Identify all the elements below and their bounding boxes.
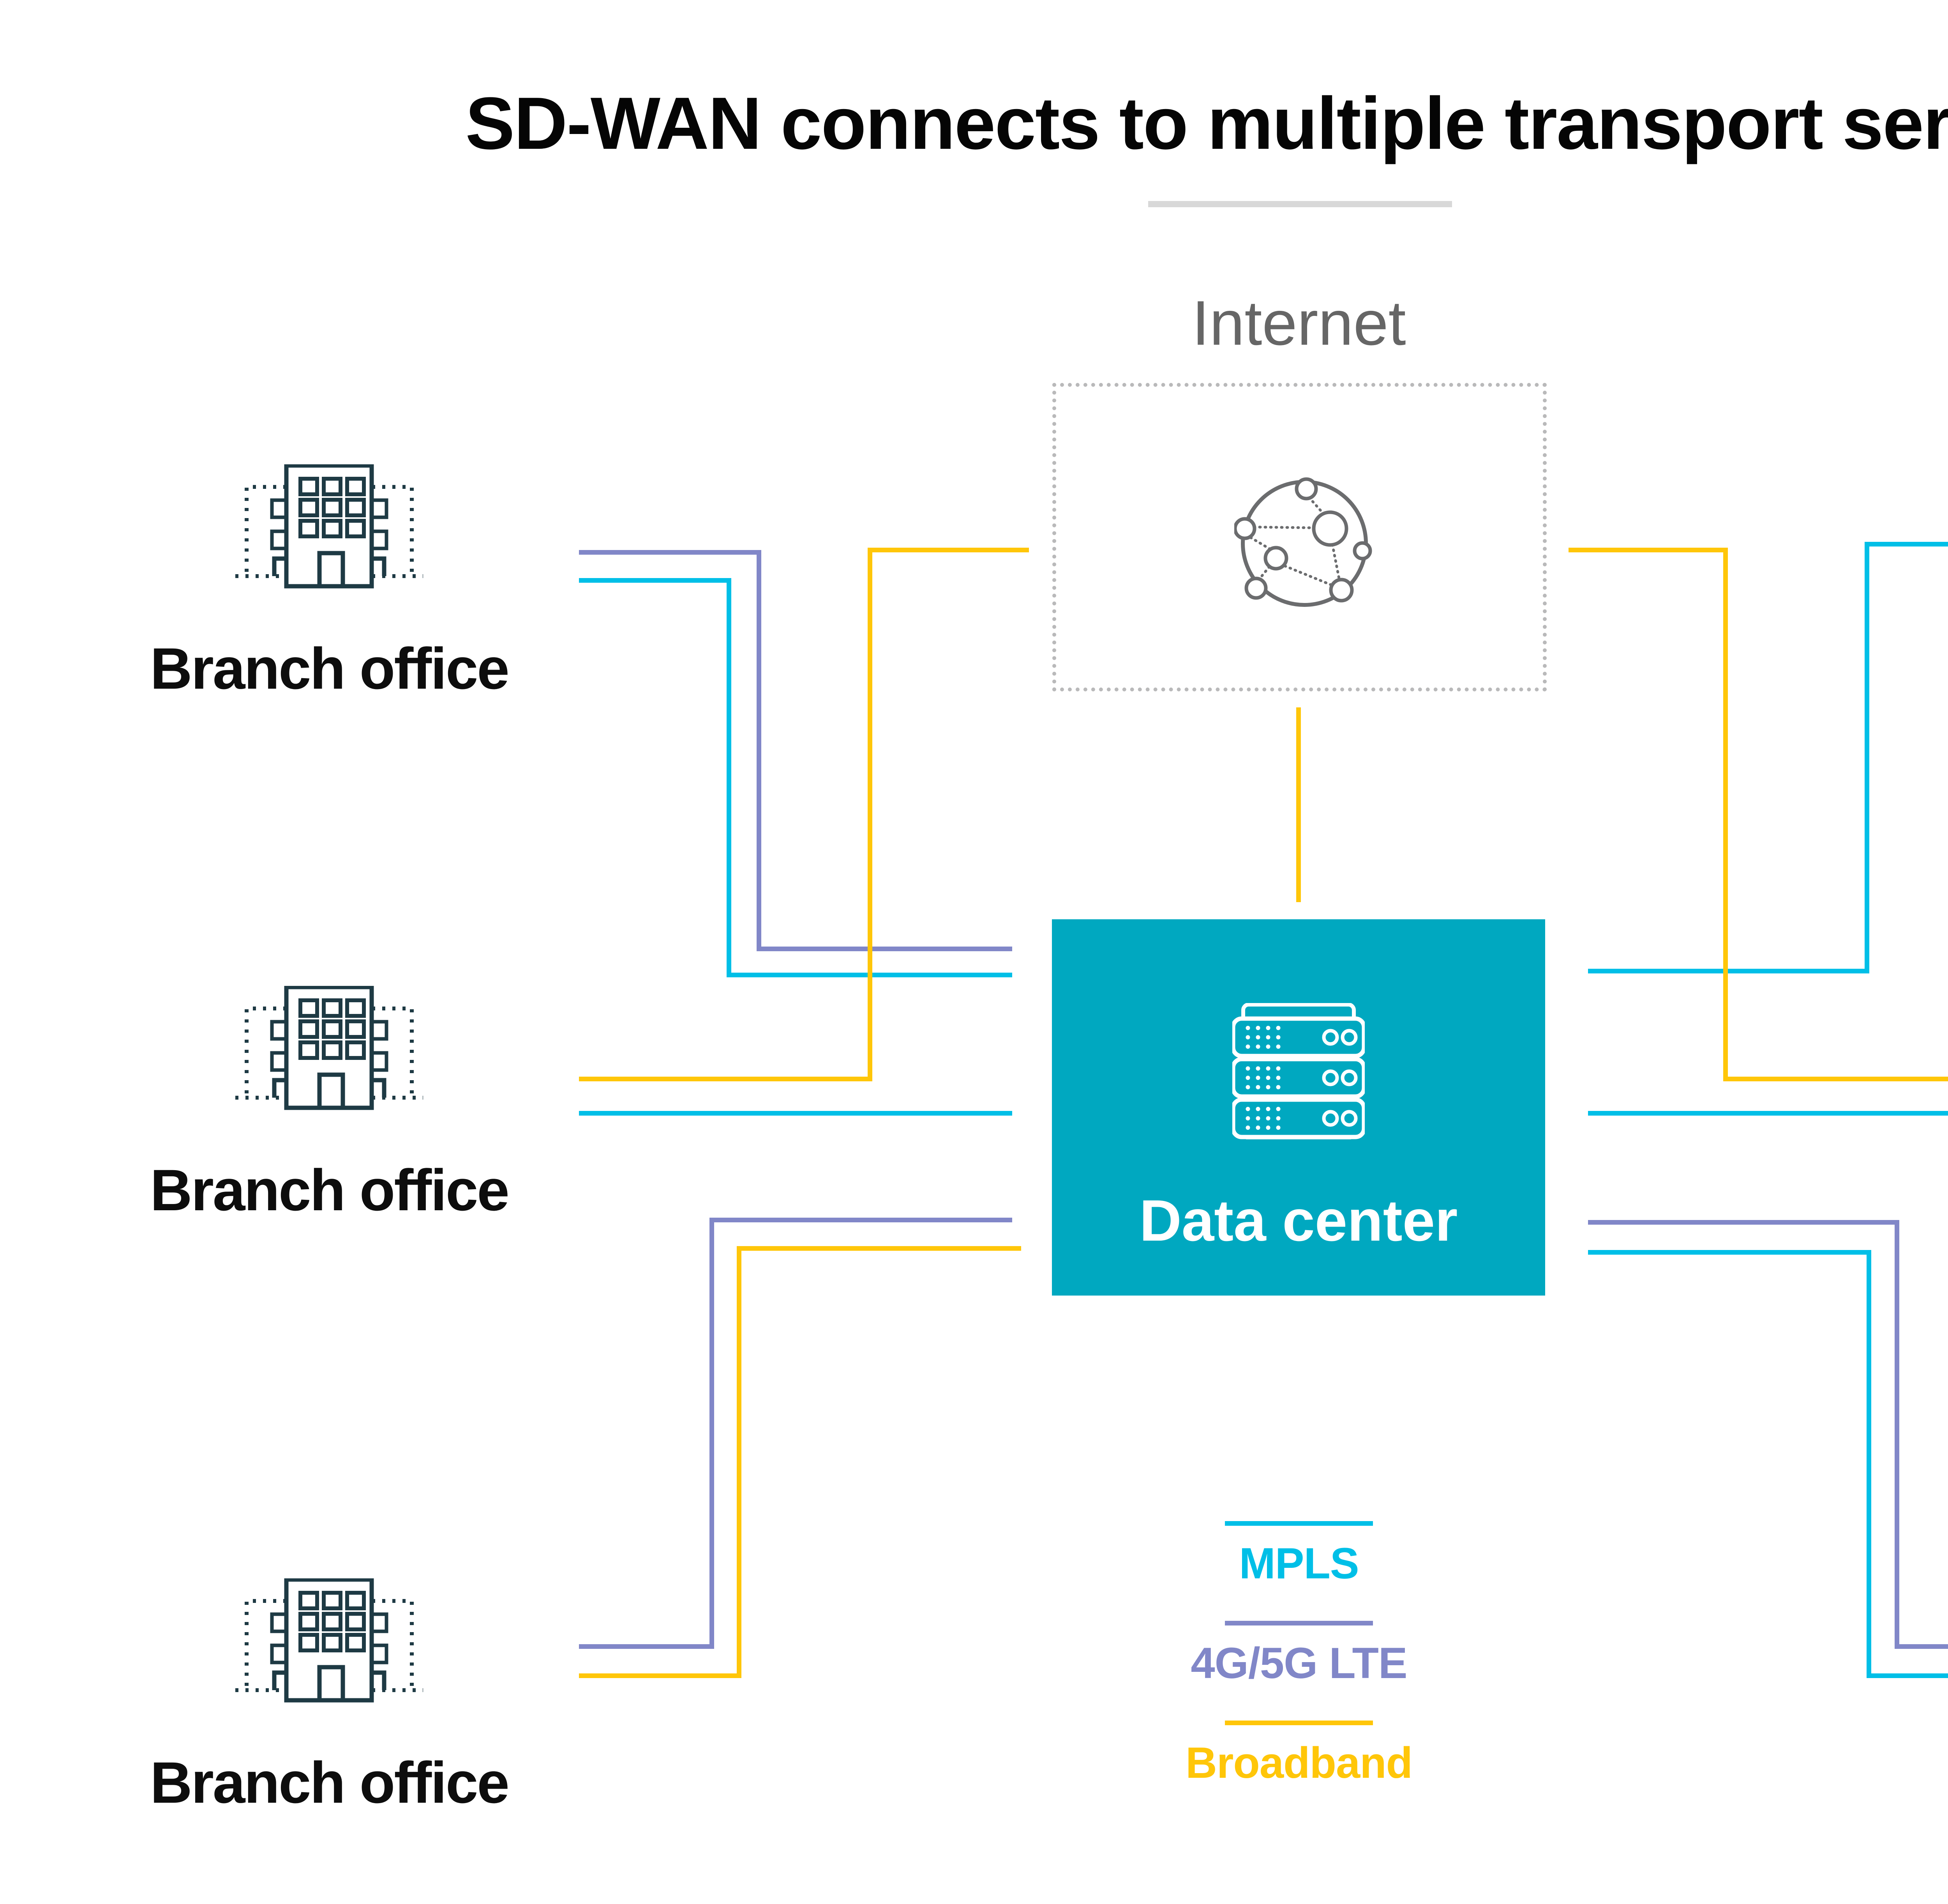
connection-segment-mpls [579, 1111, 1012, 1116]
legend: MPLS 4G/5G LTE Broadband [1065, 1521, 1533, 1820]
connection-segment-lte [709, 1218, 714, 1649]
connection-segment-broadband [1569, 548, 1728, 552]
connection-segment-mpls [1867, 1673, 1948, 1678]
connection-segment-broadband [579, 1673, 741, 1678]
globe-network-icon [1234, 473, 1375, 614]
connection-segment-mpls [1588, 1111, 1948, 1116]
mpls-line-swatch [1225, 1521, 1373, 1526]
server-rack-icon [1232, 1003, 1365, 1139]
lte-label: 4G/5G LTE [1191, 1639, 1407, 1687]
office-building-icon [235, 464, 424, 590]
connection-segment-lte [579, 550, 761, 555]
broadband-line-swatch [1225, 1721, 1373, 1725]
branch-office-label: Branch office [150, 1157, 510, 1223]
connection-segment-broadband [1723, 548, 1728, 1081]
connection-segment-mpls [1865, 542, 1948, 547]
broadband-label: Broadband [1185, 1738, 1413, 1787]
legend-item-lte: 4G/5G LTE [1191, 1621, 1408, 1688]
title-divider [1148, 201, 1452, 207]
page-title: SD-WAN connects to multiple transport se… [465, 82, 1948, 165]
connection-segment-lte [1895, 1220, 1899, 1649]
connection-segment-lte [1588, 1220, 1899, 1225]
data-center-node: Data center [1052, 919, 1545, 1296]
office-building-icon [235, 986, 424, 1111]
connection-segment-mpls [727, 578, 731, 977]
connection-segment-broadband [868, 548, 1029, 552]
branch-office-label: Branch office [150, 1750, 510, 1815]
data-center-label: Data center [1139, 1188, 1458, 1253]
connection-segment-broadband [579, 1077, 872, 1081]
connection-segment-mpls [1865, 542, 1869, 973]
mpls-label: MPLS [1239, 1539, 1359, 1588]
connection-segment-broadband [868, 548, 872, 1081]
connection-segment-lte [579, 1644, 714, 1649]
legend-item-mpls: MPLS [1225, 1521, 1373, 1588]
office-building-icon [235, 1578, 424, 1704]
branch-office-label: Branch office [150, 636, 510, 701]
branch-office-middle-left: Branch office [150, 986, 510, 1221]
connection-segment-mpls [579, 578, 731, 583]
connection-segment-mpls [1588, 1250, 1871, 1255]
connection-segment-broadband [737, 1246, 741, 1678]
connection-segment-lte [709, 1218, 1012, 1222]
connection-segment-mpls [1867, 1250, 1871, 1678]
lte-line-swatch [1225, 1621, 1373, 1625]
branch-office-top-left: Branch office [150, 464, 510, 700]
connection-segment-broadband [1723, 1077, 1948, 1081]
connection-segment-lte [757, 550, 761, 951]
branch-office-bottom-left: Branch office [150, 1578, 510, 1814]
connection-segment-lte [1895, 1644, 1948, 1649]
legend-item-broadband: Broadband [1185, 1721, 1413, 1788]
connection-segment-lte [757, 947, 1012, 951]
connection-segment-mpls [1588, 969, 1869, 973]
internet-node [1052, 383, 1547, 691]
connection-segment-broadband [737, 1246, 1021, 1251]
connection-segment-broadband [1296, 707, 1301, 902]
internet-label: Internet [1192, 288, 1406, 358]
